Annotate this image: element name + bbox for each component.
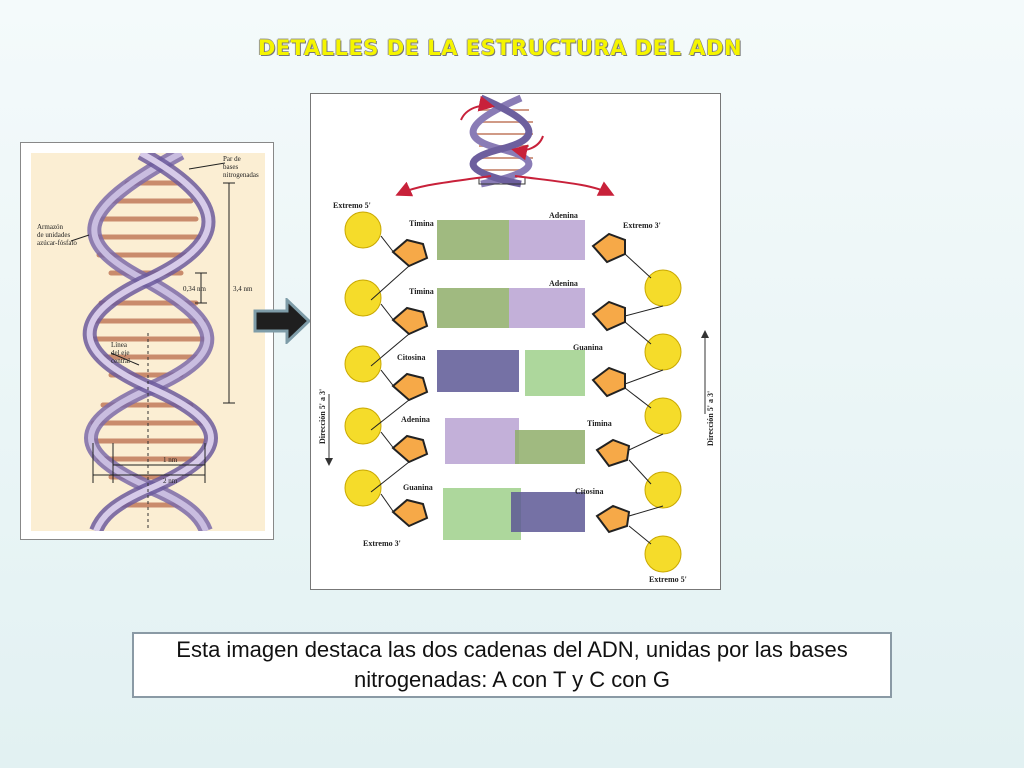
phosphate-icon	[344, 279, 382, 317]
base-pair-row-3: Citosina Guanina	[344, 343, 682, 435]
phosphate-icon	[344, 345, 382, 383]
label-base-pairs-1: Par de	[223, 155, 241, 163]
label-dim-2nm: 2 nm	[163, 477, 178, 485]
label-base-pairs-2: bases	[223, 163, 238, 171]
phosphate-icon	[644, 471, 682, 509]
double-helix-diagram: Par de bases nitrogenadas Armazón de uni…	[31, 153, 265, 531]
sugar-icon	[591, 232, 626, 264]
double-helix-panel: Par de bases nitrogenadas Armazón de uni…	[20, 142, 274, 540]
label-backbone-3: azúcar-fósfato	[37, 239, 77, 247]
sugar-icon	[595, 438, 631, 468]
label-dim-1nm: 1 nm	[163, 456, 178, 464]
base-pair-row-2: Timina Adenina	[344, 279, 682, 371]
dimension-lines	[70, 162, 235, 483]
slide-title: DETALLES DE LA ESTRUCTURA DEL ADN	[257, 36, 743, 60]
sugar-icon	[595, 504, 631, 534]
adenine-block	[509, 288, 585, 328]
label-base-pairs-3: nitrogenadas	[223, 171, 259, 179]
phosphate-icon	[344, 469, 382, 507]
label-dim-034: 0,34 nm	[183, 285, 207, 293]
base-pairing-diagram: Extremo 5' Extremo 3' Extremo 3' Extremo…	[318, 94, 715, 584]
phosphate-icon	[644, 397, 682, 435]
thymine-block	[437, 220, 509, 260]
phosphate-icon	[344, 407, 382, 445]
base-pair-row-4: Adenina Timina	[344, 407, 682, 509]
thymine-block	[515, 430, 585, 464]
base-pairing-panel: Extremo 5' Extremo 3' Extremo 3' Extremo…	[310, 93, 721, 590]
base-label-right: Timina	[587, 419, 612, 428]
label-axis-2: del eje	[111, 349, 129, 357]
label-extremo-3-bottom: Extremo 3'	[363, 539, 401, 548]
phosphate-icon	[644, 535, 682, 573]
mini-helix	[395, 94, 615, 197]
sugar-icon	[391, 372, 429, 402]
adenine-block	[445, 418, 519, 464]
adenine-block	[509, 220, 585, 260]
sugar-icon	[591, 300, 626, 332]
base-label-left: Guanina	[403, 483, 433, 492]
base-label-left: Adenina	[401, 415, 430, 424]
base-label-right: Citosina	[575, 487, 603, 496]
label-direction-right: Dirección 5' a 3'	[706, 391, 715, 446]
guanine-block	[525, 350, 585, 396]
cytosine-block	[511, 492, 585, 532]
label-axis-3: central	[111, 357, 130, 365]
base-label-right: Adenina	[549, 211, 578, 220]
label-dim-34: 3,4 nm	[233, 285, 253, 293]
phosphate-icon	[344, 211, 382, 249]
caption-box: Esta imagen destaca las dos cadenas del …	[132, 632, 892, 698]
base-label-left: Timina	[409, 219, 434, 228]
guanine-block	[443, 488, 521, 540]
right-arrow-icon	[253, 298, 311, 344]
sugar-icon	[391, 238, 429, 268]
phosphate-icon	[644, 269, 682, 307]
base-pair-row-1: Timina Adenina	[344, 211, 682, 307]
label-backbone-2: de unidades	[37, 231, 71, 239]
base-label-left: Citosina	[397, 353, 425, 362]
sugar-icon	[591, 366, 626, 398]
base-pair-row-5: Guanina Citosina	[344, 469, 682, 573]
label-extremo-5-bottom: Extremo 5'	[649, 575, 687, 584]
label-extremo-3-top: Extremo 3'	[623, 221, 661, 230]
sugar-icon	[391, 498, 429, 528]
label-axis-1: Línea	[111, 341, 128, 349]
phosphate-icon	[644, 333, 682, 371]
sugar-icon	[391, 306, 429, 336]
base-label-left: Timina	[409, 287, 434, 296]
base-label-right: Guanina	[573, 343, 603, 352]
backbone-connectors	[370, 235, 664, 545]
thymine-block	[437, 288, 509, 328]
label-direction-left: Dirección 5' a 3'	[318, 389, 327, 444]
caption-text: Esta imagen destaca las dos cadenas del …	[176, 637, 848, 692]
base-label-right: Adenina	[549, 279, 578, 288]
label-extremo-5-top: Extremo 5'	[333, 201, 371, 210]
cytosine-block	[437, 350, 519, 392]
sugar-icon	[391, 434, 429, 464]
label-backbone-1: Armazón	[37, 223, 64, 231]
